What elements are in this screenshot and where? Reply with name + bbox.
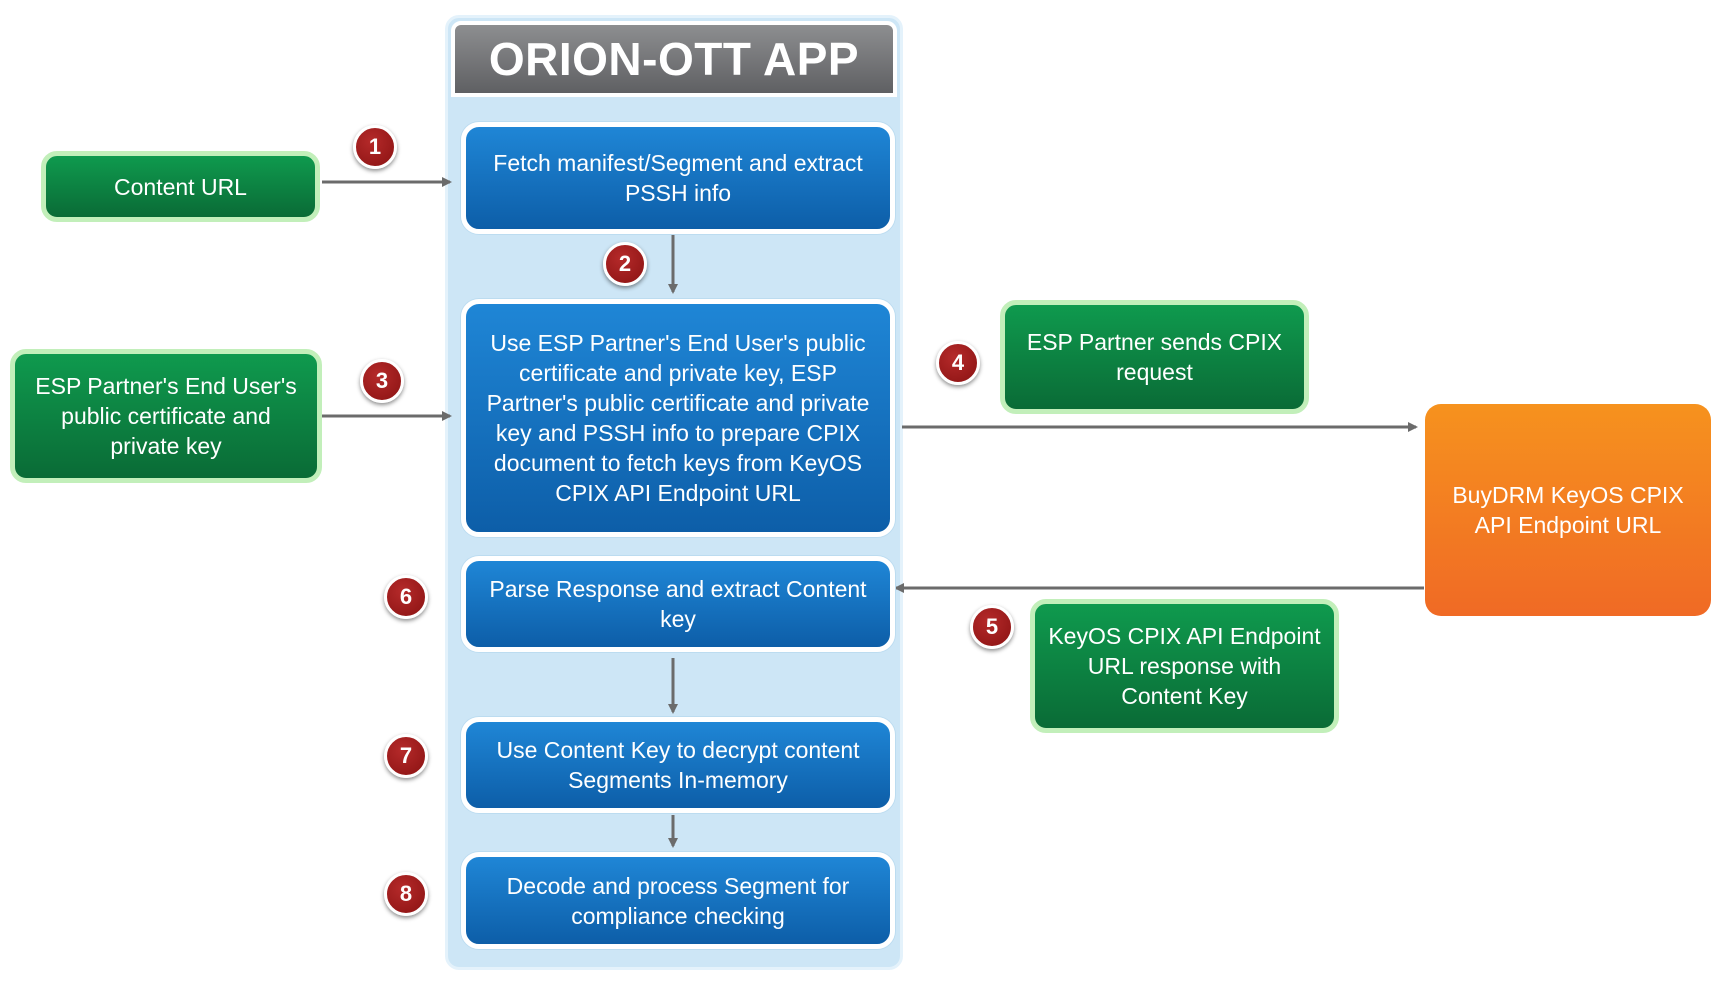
cpix-request-label: ESP Partner sends CPIX request (1026, 329, 1283, 385)
step-badge-8: 8 (384, 872, 428, 916)
step-parse-box: Parse Response and extract Content key (461, 556, 895, 652)
step-fetch-label: Fetch manifest/Segment and extract PSSH … (493, 150, 863, 206)
end-user-keys-box: ESP Partner's End User's public certific… (10, 349, 322, 483)
endpoint-box: BuyDRM KeyOS CPIX API Endpoint URL (1425, 404, 1711, 616)
step-prepare-cpix-box: Use ESP Partner's End User's public cert… (461, 299, 895, 537)
step-badge-2: 2 (603, 242, 647, 286)
step-decode-label: Decode and process Segment for complianc… (506, 872, 850, 929)
step-prepare-cpix-label: Use ESP Partner's End User's public cert… (486, 330, 870, 506)
step-badge-3: 3 (360, 359, 404, 403)
step-decrypt-label: Use Content Key to decrypt content Segme… (496, 737, 860, 793)
step-badge-1: 1 (353, 125, 397, 169)
cpix-response-box: KeyOS CPIX API Endpoint URL response wit… (1030, 599, 1339, 733)
step-badge-7: 7 (384, 734, 428, 778)
cpix-request-box: ESP Partner sends CPIX request (1000, 300, 1309, 414)
step-badge-4: 4 (936, 341, 980, 385)
step-decode-box: Decode and process Segment for complianc… (461, 852, 895, 949)
step-badge-6: 6 (384, 575, 428, 619)
step-fetch-box: Fetch manifest/Segment and extract PSSH … (461, 122, 895, 234)
cpix-response-label: KeyOS CPIX API Endpoint URL response wit… (1048, 623, 1321, 709)
step-decrypt-box: Use Content Key to decrypt content Segme… (461, 717, 895, 813)
step-parse-label: Parse Response and extract Content key (489, 576, 867, 632)
step-badge-5: 5 (970, 605, 1014, 649)
content-url-label: Content URL (114, 173, 247, 200)
app-title: ORION-OTT APP (451, 21, 897, 97)
end-user-keys-label: ESP Partner's End User's public certific… (35, 373, 297, 459)
content-url-box: Content URL (41, 151, 320, 222)
endpoint-label: BuyDRM KeyOS CPIX API Endpoint URL (1452, 482, 1684, 538)
